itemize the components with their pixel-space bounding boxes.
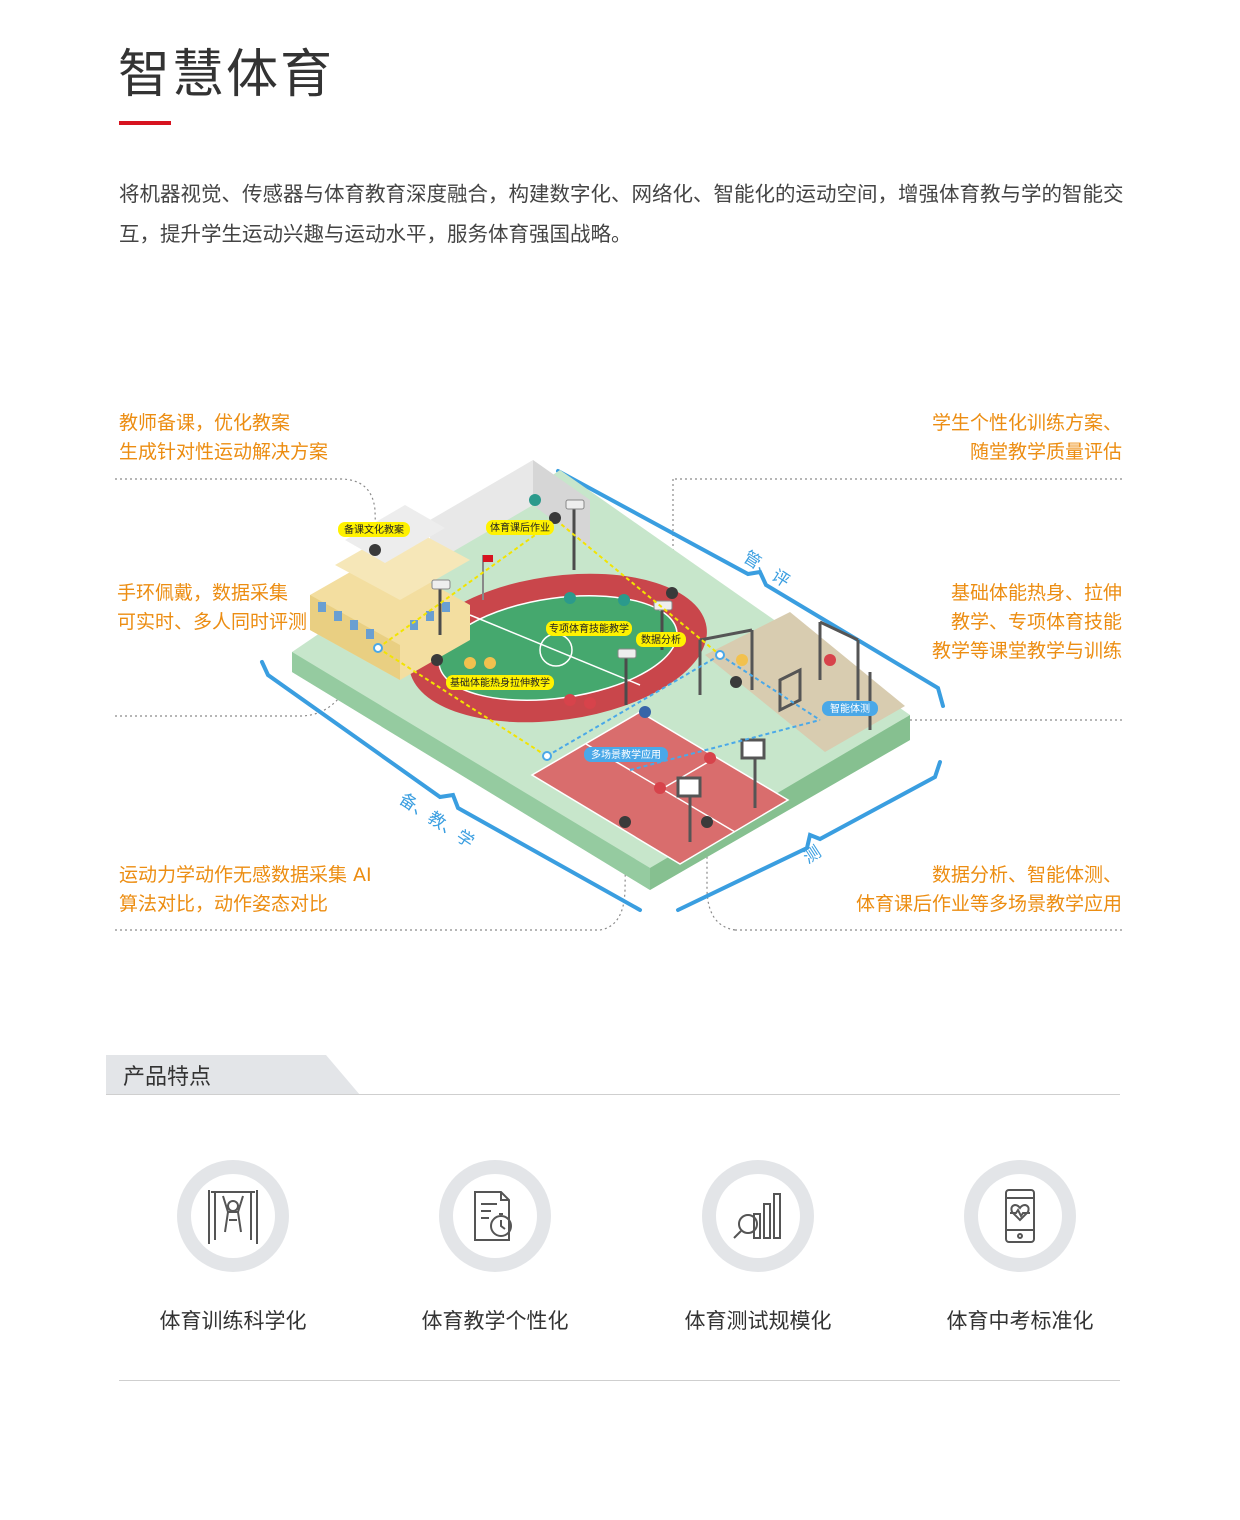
tag-homework: 体育课后作业 bbox=[490, 521, 550, 534]
smart-sports-diagram: 备课文化教案 体育课后作业 专项体育技能教学 数据分析 基础体能热身拉伸教学 智… bbox=[115, 460, 1122, 931]
feature-label: 体育教学个性化 bbox=[421, 1309, 569, 1333]
feature-label: 体育中考标准化 bbox=[946, 1309, 1094, 1333]
callout-motion-capture: 运动力学动作无感数据采集 AI 算法对比，动作姿态对比 bbox=[119, 864, 372, 915]
section-title: 产品特点 bbox=[123, 1065, 212, 1090]
callout-classroom-training: 基础体能热身、拉伸 教学、专项体育技能 教学等课堂教学与训练 bbox=[931, 582, 1122, 662]
feature-exam: 体育中考标准化 bbox=[900, 1160, 1140, 1336]
basketball-hoops bbox=[676, 738, 766, 842]
students bbox=[464, 494, 836, 794]
title-underline bbox=[119, 121, 171, 125]
tag-data-analysis: 数据分析 bbox=[641, 633, 681, 646]
bottom-divider bbox=[119, 1380, 1120, 1381]
sensor-nodes bbox=[369, 512, 742, 828]
feature-label: 体育训练科学化 bbox=[159, 1309, 307, 1333]
map-tags: 备课文化教案 体育课后作业 专项体育技能教学 数据分析 基础体能热身拉伸教学 智… bbox=[338, 520, 878, 762]
callout-teacher-prep: 教师备课，优化教案 生成针对性运动解决方案 bbox=[119, 412, 329, 463]
callout-wristband: 手环佩戴，数据采集 可实时、多人同时评测 bbox=[117, 582, 308, 633]
section-divider bbox=[106, 1094, 1120, 1095]
document-stopwatch-icon bbox=[439, 1160, 551, 1272]
tag-prep-plan: 备课文化教案 bbox=[344, 523, 404, 536]
page-title: 智慧体育 bbox=[118, 45, 335, 105]
tag-multi-scene: 多场景教学应用 bbox=[591, 748, 661, 761]
tag-warmup: 基础体能热身拉伸教学 bbox=[450, 676, 550, 689]
back-wall bbox=[430, 460, 590, 565]
section-tab bbox=[106, 1055, 360, 1095]
school-building bbox=[310, 505, 493, 680]
flow-arrows-yellow bbox=[377, 519, 721, 756]
cameras bbox=[431, 499, 673, 659]
tag-smart-test: 智能体测 bbox=[830, 702, 870, 715]
intro-text: 将机器视觉、传感器与体育教育深度融合，构建数字化、网络化、智能化的运动空间，增强… bbox=[119, 182, 1124, 246]
feature-teaching: 体育教学个性化 bbox=[375, 1160, 615, 1336]
flow-arrows-blue bbox=[546, 654, 821, 771]
bracket-label-test: 测 bbox=[800, 842, 825, 868]
callout-personalized-plan: 学生个性化训练方案、 随堂教学质量评估 bbox=[931, 412, 1122, 463]
bracket-label-prep-teach-learn: 备、教、学 bbox=[395, 789, 477, 852]
feature-label: 体育测试规模化 bbox=[684, 1309, 832, 1333]
blue-brackets bbox=[260, 469, 945, 912]
flow-nodes bbox=[373, 643, 725, 761]
callout-data-analysis: 数据分析、智能体测、 体育课后作业等多场景教学应用 bbox=[855, 864, 1122, 915]
feature-training: 体育训练科学化 bbox=[113, 1160, 353, 1336]
pullup-person-icon bbox=[177, 1160, 289, 1272]
phone-heart-icon bbox=[964, 1160, 1076, 1272]
tag-skill-teaching: 专项体育技能教学 bbox=[549, 622, 629, 635]
magnifier-chart-icon bbox=[702, 1160, 814, 1272]
feature-testing: 体育测试规模化 bbox=[638, 1160, 878, 1336]
